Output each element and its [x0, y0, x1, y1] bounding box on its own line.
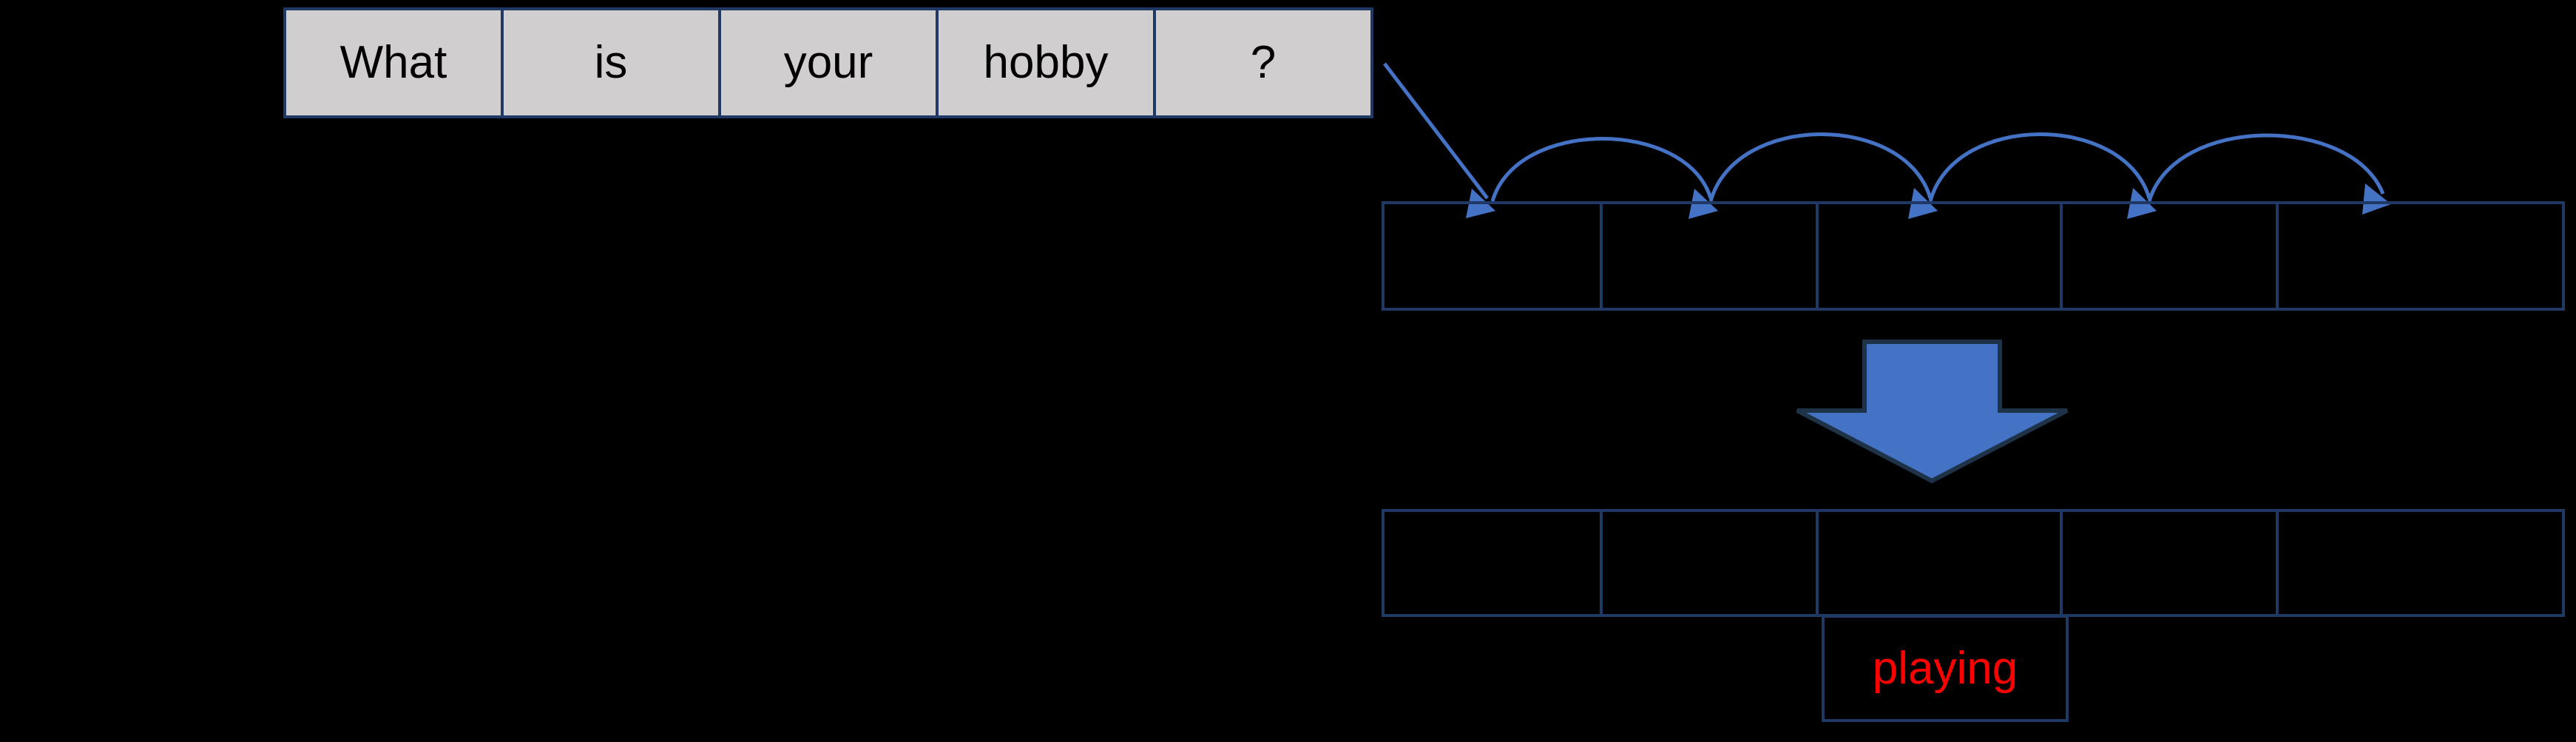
- encoder-cell[interactable]: [2276, 201, 2565, 311]
- predicted-word-label: playing: [1872, 642, 2018, 694]
- predicted-word-cell[interactable]: playing: [1822, 615, 2069, 722]
- question-to-encoder-arrow: [1383, 62, 1495, 218]
- encoder-cell[interactable]: [1816, 201, 2063, 311]
- encoder-to-decoder-arrow: [1796, 340, 2069, 484]
- decoder-cell[interactable]: [1600, 509, 1819, 617]
- encoder-cell[interactable]: [2060, 201, 2279, 311]
- encoder-cell[interactable]: [1600, 201, 1819, 311]
- encoder-cell[interactable]: [1382, 201, 1603, 311]
- source-cell[interactable]: your: [718, 7, 939, 118]
- decoder-cell[interactable]: [2276, 509, 2565, 617]
- source-cell[interactable]: is: [501, 7, 721, 118]
- decoder-cell[interactable]: [2060, 509, 2279, 617]
- encoder-row: [1382, 201, 2565, 311]
- source-cell[interactable]: ?: [1153, 7, 1373, 118]
- decoder-cell[interactable]: [1816, 509, 2063, 617]
- input-question-row: What is your hobby ?: [283, 7, 1373, 118]
- source-cell[interactable]: hobby: [936, 7, 1156, 118]
- source-cell[interactable]: What: [283, 7, 504, 118]
- decoder-row: [1382, 509, 2565, 617]
- decoder-cell[interactable]: [1382, 509, 1603, 617]
